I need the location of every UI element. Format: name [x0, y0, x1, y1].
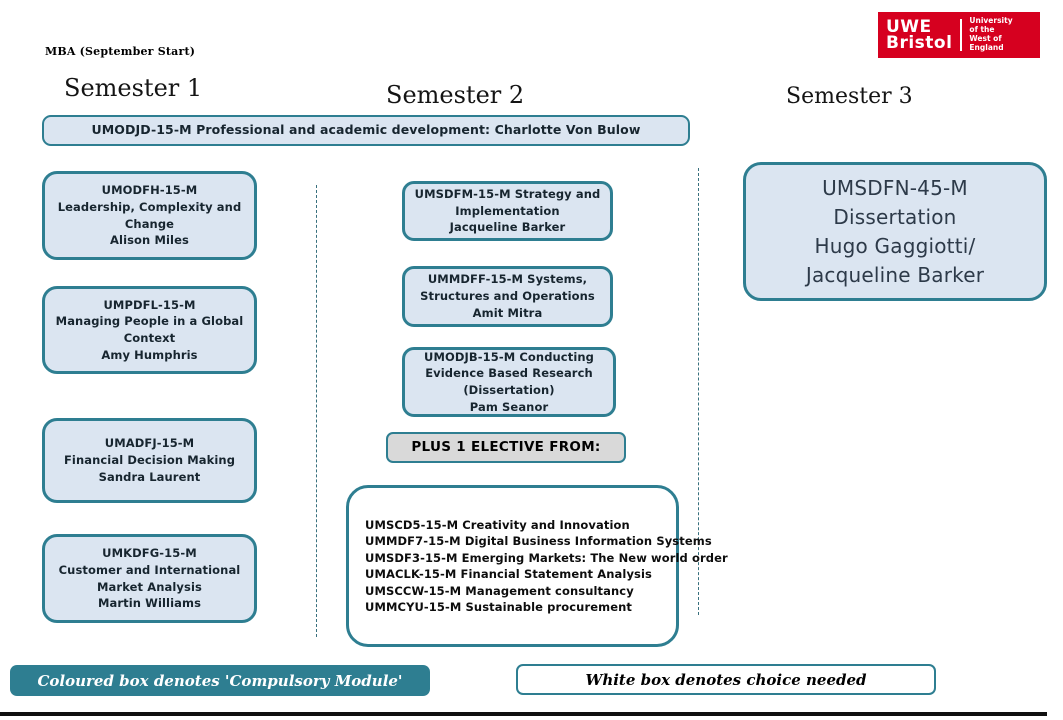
module-box-customer-international-market-analysis: UMKDFG-15-M Customer and International M…	[42, 534, 257, 623]
program-title: MBA (September Start)	[45, 45, 196, 58]
elective-header-box: PLUS 1 ELECTIVE FROM:	[386, 432, 626, 463]
semester-3-title: Semester 3	[786, 84, 913, 109]
module-box-professional-academic-development: UMODJD-15-M Professional and academic de…	[42, 115, 690, 146]
legend-compulsory-module: Coloured box denotes 'Compulsory Module'	[10, 665, 430, 696]
module-box-financial-decision-making: UMADFJ-15-M Financial Decision Making Sa…	[42, 418, 257, 503]
elective-option: UMACLK-15-M Financial Statement Analysis	[365, 567, 652, 581]
elective-option: UMSCCW-15-M Management consultancy	[365, 583, 634, 598]
logo-divider	[960, 19, 963, 51]
elective-option: UMSCD5-15-M Creativity and Innovation	[365, 517, 630, 532]
module-box-conducting-evidence-based-research: UMODJB-15-M Conducting Evidence Based Re…	[402, 347, 616, 417]
module-box-leadership-complexity-change: UMODFH-15-M Leadership, Complexity and C…	[42, 171, 257, 260]
module-box-managing-people-global-context: UMPDFL-15-M Managing People in a Global …	[42, 286, 257, 374]
semester-1-title: Semester 1	[64, 74, 203, 102]
module-box-dissertation: UMSDFN-45-M Dissertation Hugo Gaggiotti/…	[743, 162, 1047, 301]
semester-2-title: Semester 2	[386, 81, 525, 109]
slide-bottom-border	[0, 712, 1047, 716]
legend-choice-needed: White box denotes choice needed	[516, 664, 936, 695]
logo-tagline: University of the West of England	[969, 16, 1013, 52]
column-divider-dashed-line-1	[316, 185, 317, 637]
elective-options-box: UMSCD5-15-M Creativity and Innovation UM…	[346, 485, 728, 647]
elective-option: UMMCYU-15-M Sustainable procurement	[365, 600, 633, 614]
elective-option: UMSDF3-15-M Emerging Markets: The New wo…	[365, 550, 728, 565]
column-divider-dashed-line-2	[698, 168, 699, 615]
module-box-strategy-implementation: UMSDFM-15-M Strategy and Implementation …	[402, 181, 613, 241]
elective-option: UMMDF7-15-M Digital Business Information…	[365, 534, 712, 548]
uwe-bristol-logo: UWE Bristol University of the West of En…	[878, 12, 1040, 58]
logo-wordmark: UWE Bristol	[886, 16, 953, 53]
module-box-systems-structures-operations: UMMDFF-15-M Systems, Structures and Oper…	[402, 266, 613, 327]
